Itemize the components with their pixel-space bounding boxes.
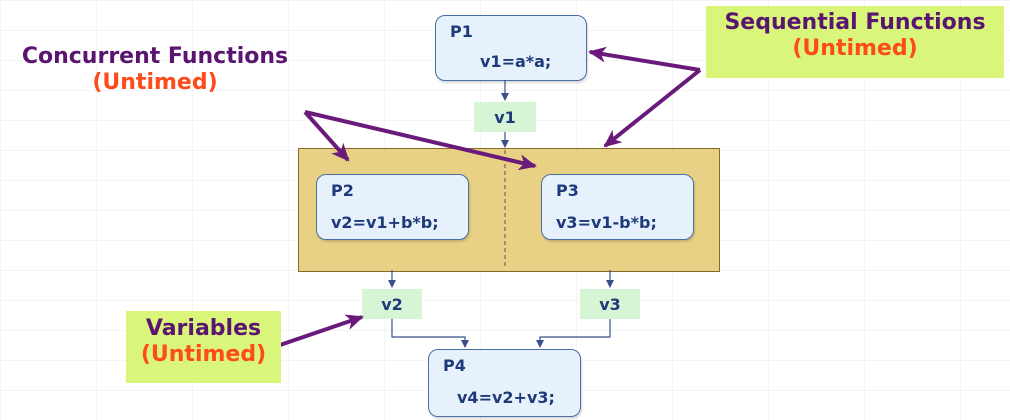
callout-concurrent: Concurrent Functions (Untimed)	[0, 44, 310, 97]
process-p1: P1 v1=a*a;	[435, 15, 587, 81]
callout-sequential-untimed: (Untimed)	[792, 36, 918, 62]
pointer-variables-to-v2	[279, 314, 364, 347]
process-p4-name: P4	[443, 356, 466, 375]
edge-v3-p4	[536, 319, 611, 348]
edge-v2-p4	[391, 319, 469, 348]
callout-variables: Variables (Untimed)	[126, 311, 281, 383]
variable-v1: v1	[474, 102, 536, 132]
process-p2-name: P2	[331, 181, 354, 200]
process-p1-name: P1	[450, 22, 473, 41]
process-p2-code: v2=v1+b*b;	[331, 213, 439, 232]
process-p4-code: v4=v2+v3;	[457, 388, 555, 407]
callout-variables-title: Variables	[145, 316, 262, 341]
pointer-concurrent-to-p2	[303, 110, 350, 162]
callout-concurrent-title: Concurrent Functions	[21, 44, 289, 69]
process-p3: P3 v3=v1-b*b;	[541, 174, 694, 240]
process-p2: P2 v2=v1+b*b;	[316, 174, 469, 240]
process-p1-code: v1=a*a;	[480, 52, 552, 71]
callout-sequential-title: Sequential Functions	[724, 10, 986, 35]
pointer-concurrent-to-p3	[304, 110, 537, 171]
callout-sequential: Sequential Functions (Untimed)	[706, 6, 1004, 78]
callout-variables-untimed: (Untimed)	[140, 342, 267, 368]
variable-v3: v3	[580, 289, 640, 319]
pointer-sequential-to-region	[603, 68, 702, 148]
pointer-sequential-to-p1	[588, 46, 701, 72]
process-p4: P4 v4=v2+v3;	[428, 349, 581, 417]
process-p3-code: v3=v1-b*b;	[556, 213, 657, 232]
process-p3-name: P3	[556, 181, 579, 200]
variable-v2: v2	[362, 289, 422, 319]
callout-concurrent-untimed: (Untimed)	[92, 70, 218, 96]
